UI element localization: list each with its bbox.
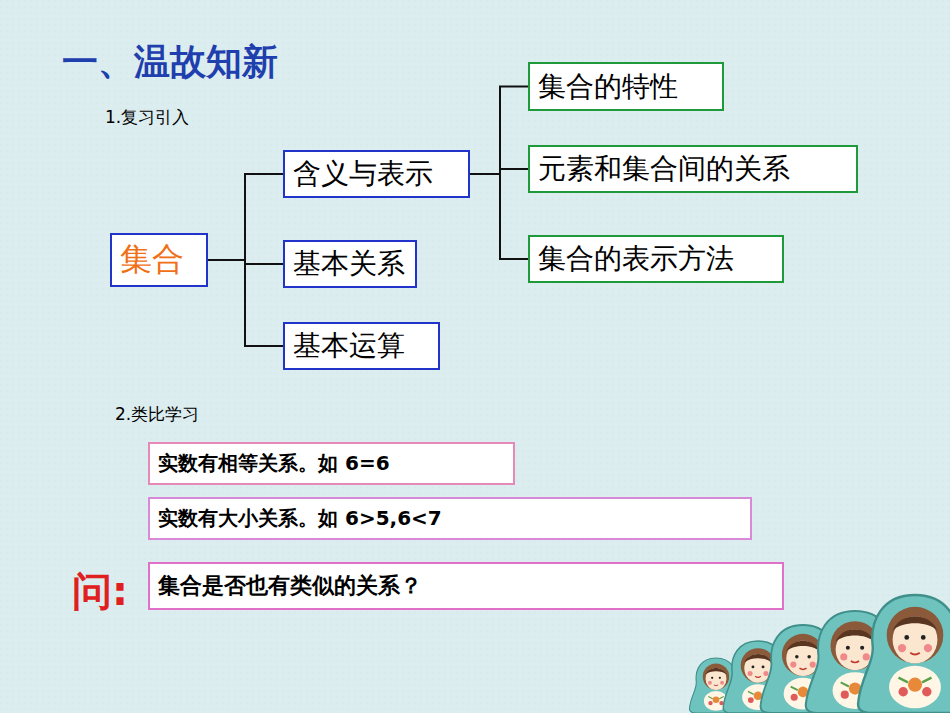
- box-text: 集合的表示方法: [538, 240, 734, 278]
- slide-title: 一、温故知新: [62, 38, 278, 87]
- question-mark-label: 问:: [72, 565, 128, 617]
- box-text: 实数有大小关系。如 6>5,6<7: [158, 505, 442, 532]
- box-text: 集合是否也有类似的关系？: [158, 571, 422, 601]
- box-text: 含义与表示: [293, 155, 433, 193]
- leaf-box: 集合的特性: [528, 62, 724, 111]
- box-text: 实数有相等关系。如 6=6: [158, 450, 390, 477]
- leaf-box: 元素和集合间的关系: [528, 145, 858, 193]
- leaf-box: 集合的表示方法: [528, 235, 784, 283]
- tree-connector: [208, 174, 283, 260]
- tree-connector: [208, 260, 283, 346]
- analogy-box: 实数有大小关系。如 6>5,6<7: [148, 497, 752, 540]
- box-text: 集合: [120, 238, 184, 282]
- branch-box: 基本运算: [283, 322, 440, 370]
- branch-box: 基本关系: [283, 240, 417, 288]
- root-box: 集合: [110, 233, 208, 287]
- analogy-box: 实数有相等关系。如 6=6: [148, 442, 515, 485]
- section-label: 2.类比学习: [115, 403, 201, 425]
- section-label: 1.复习引入: [105, 106, 189, 128]
- box-text: 集合的特性: [538, 68, 678, 106]
- box-text: 基本运算: [293, 327, 405, 365]
- question-box: 集合是否也有类似的关系？: [148, 562, 784, 610]
- tree-connector: [470, 174, 528, 259]
- box-text: 基本关系: [293, 245, 405, 283]
- box-text: 元素和集合间的关系: [538, 150, 790, 188]
- tree-connector: [470, 87, 528, 175]
- branch-box: 含义与表示: [283, 150, 470, 198]
